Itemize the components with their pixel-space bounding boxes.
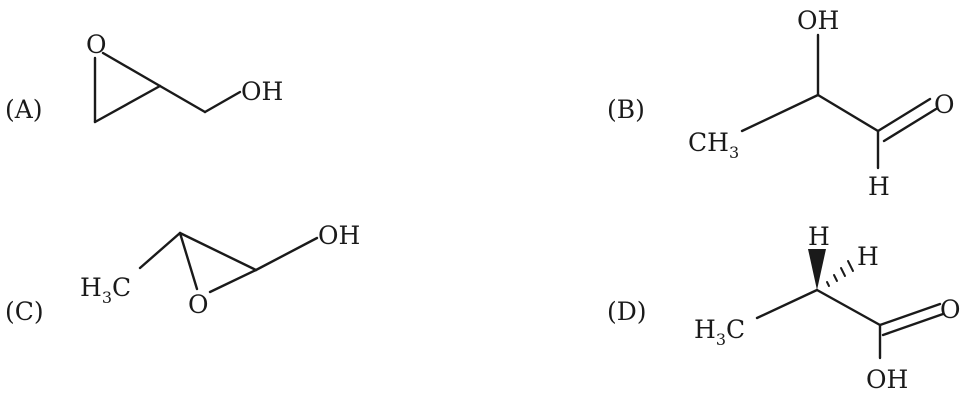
methyl-ch: CH bbox=[688, 128, 729, 157]
bond bbox=[882, 107, 938, 143]
bond bbox=[178, 231, 258, 272]
bond bbox=[178, 231, 199, 291]
carbonyl-oxygen: O bbox=[934, 90, 955, 119]
methyl-group: CH3 bbox=[688, 128, 739, 162]
aldehyde-hydrogen: H bbox=[868, 172, 890, 201]
methyl-c: C bbox=[726, 315, 745, 344]
bond bbox=[101, 51, 162, 88]
methyl-subscript: 3 bbox=[729, 143, 739, 162]
oxygen-atom: O bbox=[188, 290, 209, 319]
methyl-subscript: 3 bbox=[102, 288, 112, 307]
option-a-label: (A) bbox=[5, 95, 43, 124]
option-d-structure: H H H3C O OH bbox=[694, 222, 960, 394]
methyl-c: C bbox=[112, 273, 131, 302]
hydrogen-atom: H bbox=[808, 222, 830, 251]
bond bbox=[254, 236, 319, 272]
bond bbox=[755, 288, 819, 320]
hydrogen-atom: H bbox=[857, 242, 879, 271]
option-a: (A) O OH bbox=[5, 30, 283, 124]
hydroxyl-group: OH bbox=[318, 221, 360, 250]
option-b: (B) OH CH3 O H bbox=[607, 6, 955, 201]
option-b-structure: OH CH3 O H bbox=[688, 6, 955, 201]
bond bbox=[878, 302, 942, 327]
option-c-structure: H3C O OH bbox=[80, 221, 360, 319]
option-c: (C) H3C O OH bbox=[5, 221, 360, 326]
bond bbox=[881, 312, 945, 337]
bond bbox=[203, 90, 242, 114]
methyl-group: H3C bbox=[694, 315, 745, 349]
methyl-group: H3C bbox=[80, 273, 131, 307]
bond bbox=[208, 268, 258, 294]
methyl-h: H bbox=[80, 273, 102, 302]
wedge-bond bbox=[808, 249, 826, 290]
methyl-subscript: 3 bbox=[716, 330, 726, 349]
hydroxyl-group: OH bbox=[797, 6, 839, 35]
oxygen-atom: O bbox=[86, 30, 107, 59]
bond bbox=[93, 84, 162, 124]
option-a-structure: O OH bbox=[86, 30, 283, 124]
methyl-h: H bbox=[694, 315, 716, 344]
option-d-label: (D) bbox=[607, 297, 647, 326]
bond bbox=[816, 93, 880, 133]
option-d: (D) H H H3C O OH bbox=[607, 222, 960, 394]
hydroxyl-group: OH bbox=[241, 77, 283, 106]
hashed-wedge-bond bbox=[826, 260, 854, 287]
option-c-label: (C) bbox=[5, 297, 44, 326]
bond bbox=[138, 231, 182, 270]
bond bbox=[740, 93, 820, 133]
carbonyl-oxygen: O bbox=[940, 295, 960, 324]
hydroxyl-group: OH bbox=[866, 365, 908, 394]
bond bbox=[876, 97, 932, 133]
bond bbox=[158, 84, 207, 114]
bond bbox=[815, 288, 882, 327]
option-b-label: (B) bbox=[607, 95, 645, 124]
